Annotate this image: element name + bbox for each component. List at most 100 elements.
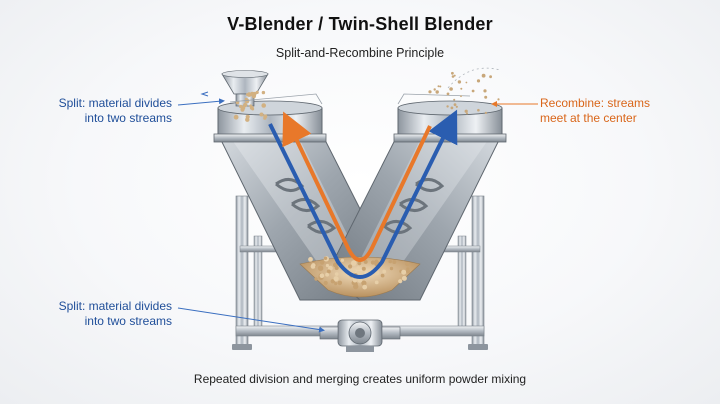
granule bbox=[308, 257, 313, 262]
granule bbox=[363, 259, 368, 264]
spray-particle bbox=[449, 87, 453, 91]
leader-tick-icon bbox=[200, 91, 209, 97]
right-shell-top bbox=[393, 100, 507, 143]
recombine-stream-arrow bbox=[282, 111, 432, 262]
granule bbox=[245, 117, 250, 122]
granule bbox=[374, 280, 379, 285]
granule bbox=[353, 283, 359, 290]
granule bbox=[317, 265, 324, 271]
spray-particle bbox=[439, 85, 442, 88]
spray-particle bbox=[484, 95, 488, 99]
granule bbox=[323, 256, 328, 260]
spray-particle bbox=[489, 75, 492, 79]
leader-line-top-left bbox=[177, 98, 225, 106]
granule bbox=[389, 266, 394, 271]
spray-particle bbox=[450, 106, 454, 110]
granule bbox=[325, 263, 329, 268]
granule bbox=[249, 104, 253, 108]
granule bbox=[361, 280, 367, 286]
diagram-caption: Repeated division and merging creates un… bbox=[193, 372, 527, 386]
annotation-top-left: Split: material divides into two streams bbox=[40, 96, 172, 126]
left-shell-top bbox=[213, 100, 327, 143]
spray-particle bbox=[477, 108, 480, 112]
granule bbox=[326, 269, 331, 274]
granule bbox=[398, 279, 403, 284]
spray-particle bbox=[460, 87, 463, 90]
guide-line-right bbox=[397, 93, 471, 105]
spray-particle bbox=[453, 103, 457, 106]
granule bbox=[243, 102, 248, 108]
granule bbox=[311, 263, 316, 268]
granule bbox=[361, 266, 366, 271]
granule bbox=[370, 260, 375, 265]
spray-particle bbox=[497, 98, 500, 101]
guide-line-left bbox=[229, 93, 323, 105]
granule bbox=[392, 260, 397, 264]
annotation-bottom-left: Split: material divides into two streams bbox=[40, 299, 172, 329]
spray-particle bbox=[453, 98, 456, 101]
granule bbox=[340, 258, 345, 262]
granule bbox=[348, 264, 353, 269]
granule bbox=[320, 260, 325, 265]
spray-particle bbox=[435, 90, 439, 94]
granule bbox=[351, 268, 356, 274]
spray-particle bbox=[483, 89, 487, 93]
spray-particle bbox=[476, 79, 481, 83]
leader-line-bottom-left bbox=[177, 307, 325, 333]
granule bbox=[240, 107, 245, 112]
spray-particle bbox=[466, 112, 468, 115]
granule bbox=[406, 269, 410, 274]
annotation-top-right-line1: Recombine: streams bbox=[540, 96, 651, 110]
granule bbox=[334, 282, 338, 286]
granule bbox=[330, 279, 335, 284]
spray-particle bbox=[457, 80, 462, 84]
granule bbox=[357, 270, 363, 277]
discharge-valve-icon bbox=[319, 319, 401, 352]
spray-particle bbox=[471, 89, 475, 93]
granule bbox=[356, 266, 361, 271]
granule bbox=[249, 93, 253, 97]
spray-particle bbox=[437, 85, 440, 88]
spray-particle bbox=[460, 95, 462, 98]
granule bbox=[362, 284, 368, 290]
granule bbox=[261, 90, 266, 95]
spray-particle bbox=[446, 92, 450, 96]
spray-particle bbox=[446, 105, 449, 108]
granule bbox=[314, 277, 318, 281]
granule bbox=[337, 280, 343, 286]
granule bbox=[333, 276, 339, 282]
granule bbox=[244, 98, 250, 104]
granule bbox=[357, 261, 362, 266]
granule bbox=[263, 116, 267, 120]
annotation-bottom-left-line1: Split: material divides bbox=[58, 299, 172, 313]
diagram-title: V-Blender / Twin-Shell Blender bbox=[227, 14, 493, 34]
granule bbox=[261, 103, 267, 108]
granule bbox=[328, 265, 333, 271]
diagram-subtitle: Split-and-Recombine Principle bbox=[275, 46, 445, 60]
annotation-top-right: Recombine: streams meet at the center bbox=[540, 96, 680, 126]
spray-particle bbox=[484, 111, 487, 114]
granule bbox=[334, 272, 339, 276]
granule bbox=[233, 114, 239, 120]
granule bbox=[255, 90, 259, 94]
annotation-top-right-line2: meet at the center bbox=[540, 111, 637, 125]
granule bbox=[401, 269, 407, 275]
granule bbox=[323, 280, 328, 286]
granule bbox=[388, 259, 393, 264]
spray-particle bbox=[481, 73, 486, 78]
granule bbox=[251, 94, 256, 99]
granule bbox=[259, 112, 264, 117]
granule bbox=[334, 266, 339, 270]
spray-arc bbox=[447, 67, 501, 89]
granule bbox=[351, 260, 357, 266]
granule bbox=[319, 273, 325, 279]
granule bbox=[325, 272, 329, 277]
spray-particle bbox=[465, 81, 468, 84]
granule bbox=[352, 278, 357, 283]
granule bbox=[380, 273, 385, 278]
granule bbox=[401, 275, 407, 281]
spray-particle bbox=[455, 105, 458, 108]
feed-hopper-icon bbox=[221, 70, 269, 107]
split-stream-arrow bbox=[268, 109, 458, 279]
